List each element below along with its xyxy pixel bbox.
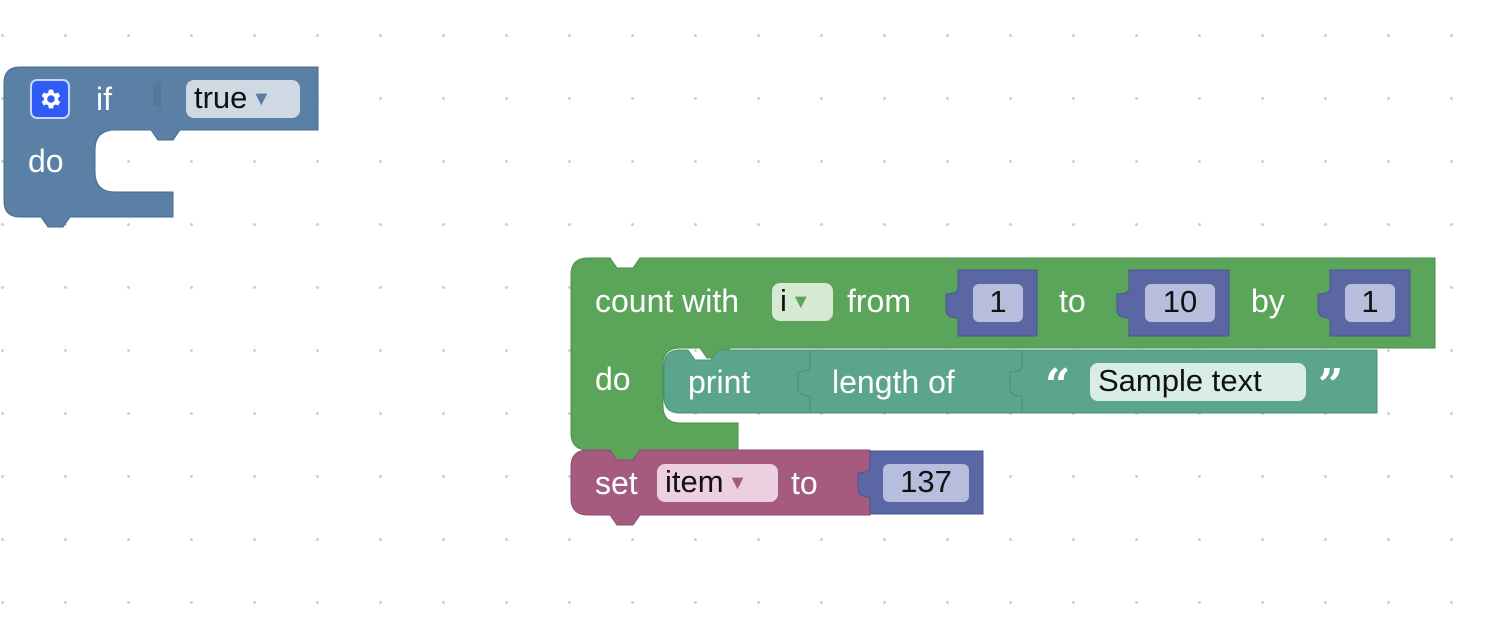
set-number-field[interactable]: 137 — [883, 464, 969, 502]
by-number-field[interactable]: 1 — [1345, 284, 1395, 322]
for-do-label: do — [595, 361, 631, 397]
loop-variable-name: i — [780, 283, 787, 318]
set-variable-name: item — [665, 464, 724, 499]
set-label: set — [595, 465, 638, 501]
count-with-label: count with — [595, 283, 740, 319]
print-block-shape[interactable] — [663, 349, 811, 414]
print-label: print — [688, 364, 751, 400]
gear-icon[interactable] — [30, 79, 70, 119]
to-number-field[interactable]: 10 — [1145, 284, 1215, 322]
triangle-down-icon: ▼ — [727, 472, 748, 494]
loop-variable-dropdown[interactable]: i▼ — [772, 283, 833, 321]
condition-value: true — [194, 80, 248, 115]
triangle-down-icon: ▼ — [251, 88, 272, 110]
if-do-label: do — [28, 143, 64, 179]
from-number-field[interactable]: 1 — [973, 284, 1023, 322]
length-block-shape[interactable] — [797, 349, 1023, 414]
set-variable-dropdown[interactable]: item▼ — [657, 464, 778, 502]
text-field[interactable]: Sample text — [1090, 363, 1306, 401]
open-quote-icon: “ — [1045, 360, 1071, 411]
condition-dropdown[interactable]: true▼ — [186, 80, 300, 118]
to-label: to — [1059, 283, 1086, 319]
close-quote-icon: ” — [1318, 360, 1344, 411]
length-of-label: length of — [832, 364, 955, 400]
if-label: if — [96, 81, 112, 117]
triangle-down-icon: ▼ — [790, 291, 811, 313]
set-to-label: to — [791, 465, 818, 501]
from-label: from — [847, 283, 911, 319]
by-label: by — [1251, 283, 1285, 319]
